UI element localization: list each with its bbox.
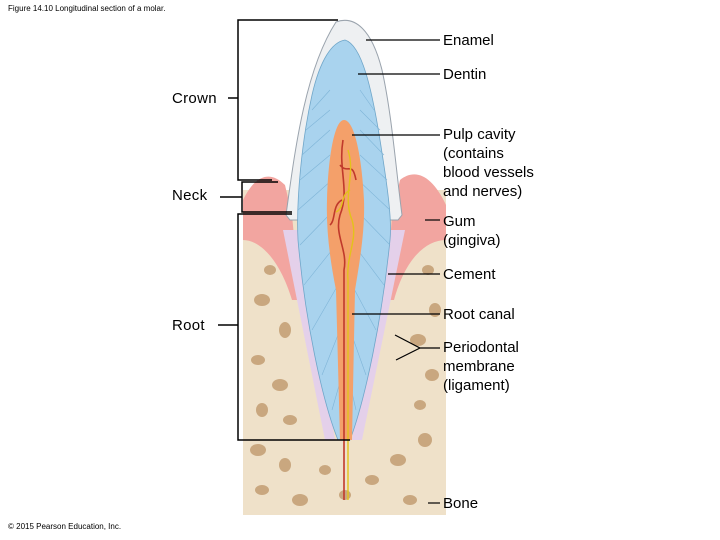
label-root: Root [172, 317, 205, 334]
label-cement: Cement [443, 266, 496, 283]
nerves [335, 149, 355, 500]
label-crown: Crown [172, 90, 217, 107]
label-leaders [352, 39, 440, 504]
bone-spots [250, 265, 441, 506]
region-brackets [218, 19, 350, 441]
label-periodontal-membrane: Periodontal membrane (ligament) [443, 339, 519, 394]
crown-bracket [237, 19, 338, 181]
root-bracket [237, 213, 350, 441]
label-neck: Neck [172, 187, 208, 204]
label-root-canal: Root canal [443, 306, 515, 323]
label-bone: Bone [443, 495, 479, 512]
label-gum: Gum (gingiva) [443, 213, 501, 249]
periodontal-leader-2 [395, 347, 421, 361]
blood-vessels [329, 139, 357, 500]
pulp-cavity [326, 120, 365, 440]
label-enamel: Enamel [443, 32, 494, 49]
label-pulp-cavity: Pulp cavity (contains blood vessels and … [443, 126, 534, 200]
label-dentin: Dentin [443, 66, 487, 83]
figure-caption: Figure 14.10 Longitudinal section of a m… [8, 4, 166, 13]
copyright-notice: © 2015 Pearson Education, Inc. [8, 522, 122, 531]
gum-left [243, 176, 300, 300]
